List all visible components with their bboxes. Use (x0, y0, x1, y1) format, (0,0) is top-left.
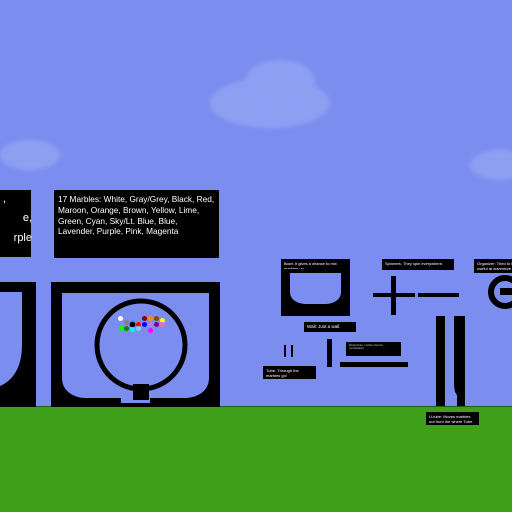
wall-piece (327, 339, 332, 367)
marble[interactable] (119, 326, 124, 331)
tube-right-wall (291, 345, 293, 357)
middle-sign-text: Bridge/Gate, marbles that the ... (unrea… (349, 344, 386, 351)
marble[interactable] (142, 322, 147, 327)
marble[interactable] (148, 328, 153, 333)
marbles-sign: 17 Marbles: White, Gray/Grey, Black, Red… (54, 190, 219, 258)
marble[interactable] (124, 326, 129, 331)
spinners-sign: Spinners: They spin everywhere. (382, 259, 454, 270)
marble[interactable] (136, 322, 141, 327)
middle-sign: Bridge/Gate, marbles that the ... (unrea… (346, 342, 401, 356)
organizer-sign-text: Organizer: Tried to be useful at adventu… (477, 261, 512, 271)
marble[interactable] (154, 322, 159, 327)
spinner-minus (418, 293, 459, 297)
left-sign-line: rple (13, 231, 32, 244)
marble-ring (94, 298, 188, 392)
bridge-bar (340, 362, 408, 367)
organizer-wheel (488, 275, 512, 309)
marble[interactable] (130, 327, 135, 332)
marble[interactable] (142, 316, 147, 321)
marble[interactable] (118, 316, 123, 321)
bowl-sign-text: Bowl: It gives a chance to mix marbles u… (284, 261, 337, 271)
left-bowl-structure (0, 282, 36, 407)
left-sign-line: e, (22, 212, 32, 225)
tube-sign-text: Tube: Through the marbles go! (266, 368, 299, 378)
marble[interactable] (124, 320, 129, 325)
u-tube-sign-text: U-tube: Moves marbles out from the where… (429, 414, 474, 424)
left-sign-panel (0, 190, 31, 257)
u-tube-right (454, 316, 465, 406)
marble[interactable] (148, 316, 153, 321)
marble[interactable] (136, 326, 141, 331)
wall-sign: Wall: Just a wall. (304, 322, 356, 332)
marble[interactable] (160, 322, 165, 327)
ring-stem (133, 384, 149, 400)
left-sign-text: , e, rple (2, 190, 32, 257)
cloud (245, 60, 315, 105)
wall-sign-text: Wall: Just a wall. (307, 324, 341, 329)
marble-bowl-structure (51, 282, 220, 407)
spinner-plus-vertical (391, 276, 396, 315)
organizer-sign: Organizer: Tried to be useful at adventu… (474, 259, 512, 273)
cloud (470, 150, 512, 180)
u-tube-left (436, 316, 445, 406)
left-sign-line: , (3, 193, 7, 205)
spinners-sign-text: Spinners: They spin everywhere. (385, 261, 444, 266)
ground-edge (0, 406, 512, 407)
small-bowl-structure (281, 269, 350, 316)
marble[interactable] (154, 316, 159, 321)
marble[interactable] (160, 318, 165, 323)
marble[interactable] (148, 322, 153, 327)
u-tube-sign: U-tube: Moves marbles out from the where… (426, 412, 479, 425)
organizer-hub (500, 288, 512, 295)
marbles-sign-text: 17 Marbles: White, Gray/Grey, Black, Red… (58, 194, 215, 237)
tube-left-wall (284, 345, 286, 357)
cloud (0, 140, 60, 170)
tube-sign: Tube: Through the marbles go! (263, 366, 316, 379)
marble[interactable] (130, 322, 135, 327)
